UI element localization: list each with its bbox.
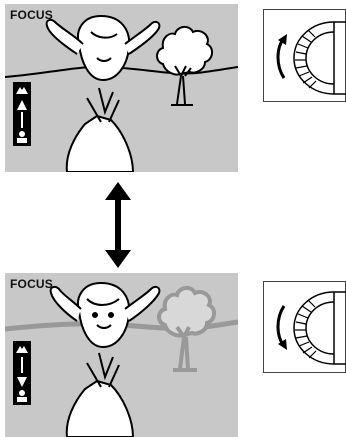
viewfinder-screen-top: FOCUS <box>5 4 238 172</box>
viewfinder-screen-bottom: FOCUS <box>5 273 238 437</box>
scale-bar <box>21 357 23 373</box>
mountain-icon <box>16 346 28 353</box>
focus-scale <box>13 82 31 146</box>
scene-bottom <box>5 273 238 437</box>
scale-bar <box>21 112 23 128</box>
tree-sharp <box>157 27 212 105</box>
focus-label: FOCUS <box>10 8 53 22</box>
mountain-icon <box>16 87 28 94</box>
person-icon <box>17 131 27 143</box>
rotate-arrow-up-icon <box>278 38 284 78</box>
focus-label: FOCUS <box>10 277 53 291</box>
person-icon <box>17 390 27 402</box>
rotate-arrow-down-icon <box>278 306 284 346</box>
focus-dial-top[interactable] <box>263 9 346 102</box>
person-sharp-bottom <box>51 283 160 437</box>
tree-blurred <box>159 288 214 370</box>
arrow-up-icon <box>17 100 27 110</box>
focus-scale <box>13 341 31 405</box>
person-sharp <box>47 16 160 172</box>
arrow-down-icon <box>17 377 27 387</box>
knurled-dial-icon <box>294 292 346 364</box>
focus-dial-bottom[interactable] <box>263 281 346 373</box>
double-arrow-icon <box>105 182 131 268</box>
scene-top <box>5 4 238 172</box>
knurled-dial-icon <box>294 22 346 94</box>
